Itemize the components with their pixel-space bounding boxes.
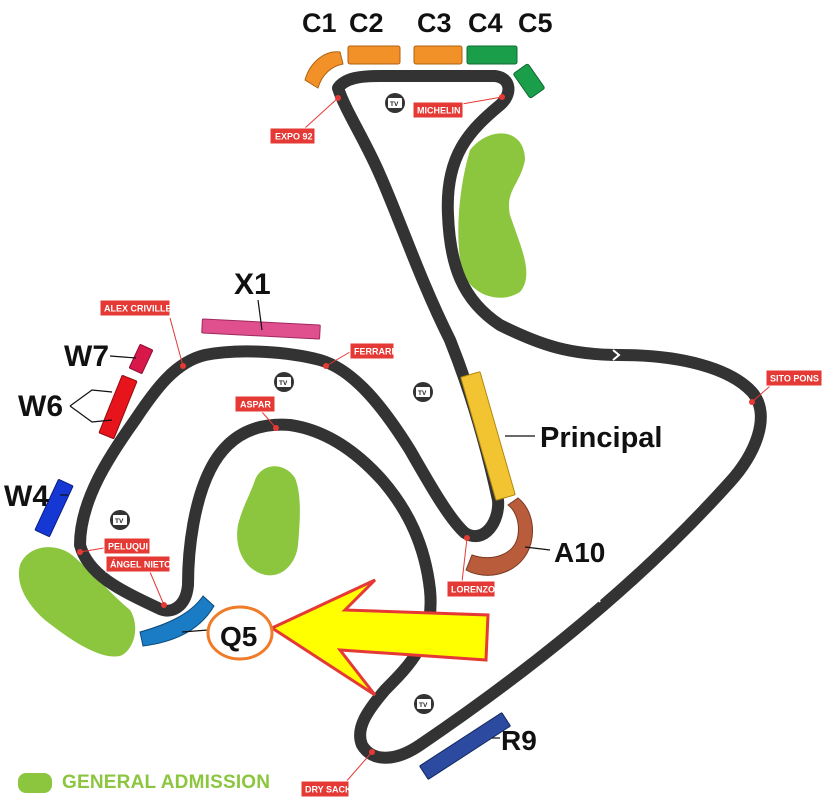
direction-arrows	[119, 166, 621, 603]
corner-label-michelin: MICHELIN	[417, 106, 461, 116]
legend-label: GENERAL ADMISSION	[62, 772, 271, 793]
general-admission-area-center[interactable]	[237, 466, 300, 576]
corner-aspar: ASPAR	[234, 395, 279, 431]
corner-label-angel-nieto: ÁNGEL NIETO	[110, 560, 171, 570]
direction-arrow	[379, 500, 391, 509]
direction-arrow	[119, 448, 131, 457]
grandstand-w6[interactable]	[98, 375, 138, 439]
q5-highlight-ring	[206, 605, 274, 661]
stand-label-x1: X1	[234, 268, 271, 301]
highlight-arrow	[268, 578, 490, 697]
grandstand-q5[interactable]	[139, 595, 215, 647]
grandstand-w7[interactable]	[128, 344, 154, 374]
stand-label-r9: R9	[501, 725, 537, 756]
corner-label-expo92: EXPO 92	[275, 132, 313, 142]
corner-alex-criville: ALEX CRIVILLE	[99, 299, 186, 369]
svg-text:TV: TV	[279, 380, 288, 387]
corner-michelin: MICHELIN	[412, 94, 505, 119]
grandstand-r9[interactable]	[419, 712, 511, 780]
grandstand-c5[interactable]	[513, 63, 545, 99]
tv-icon: TV	[110, 510, 130, 530]
stand-label-principal: Principal	[540, 422, 663, 454]
grandstand-w4[interactable]	[34, 479, 74, 537]
corner-label-alex-criville: ALEX CRIVILLE	[104, 304, 172, 314]
stand-label-c2: C2	[349, 8, 384, 38]
corner-label-ferrari: FERRARI	[354, 347, 394, 357]
corner-dry-sack: DRY SACK	[300, 749, 375, 798]
corner-label-dry-sack: DRY SACK	[305, 785, 352, 795]
direction-arrow	[351, 166, 363, 175]
svg-text:TV: TV	[419, 702, 428, 709]
direction-arrow	[591, 594, 601, 603]
grandstand-a10[interactable]	[465, 497, 533, 576]
tv-icon: TV	[274, 372, 294, 392]
stand-label-w7: W7	[64, 340, 109, 373]
corner-label-aspar: ASPAR	[240, 400, 271, 410]
corner-label-lorenzo: LORENZO	[451, 585, 495, 595]
corner-label-sito-pons: SITO PONS	[770, 374, 819, 384]
tv-icon: TV	[413, 382, 433, 402]
stand-label-w4: W4	[4, 480, 49, 513]
general-admission-area-west[interactable]	[18, 547, 136, 657]
direction-arrow	[612, 349, 621, 361]
tv-icon: TV	[414, 694, 434, 714]
corner-peluqui: PELUQUI	[77, 537, 151, 555]
grandstand-c4[interactable]	[466, 45, 518, 65]
stand-leader-lines	[60, 299, 551, 739]
legend: GENERAL ADMISSION	[18, 772, 270, 794]
grandstand-c2[interactable]	[347, 45, 401, 65]
stand-label-a10: A10	[554, 537, 605, 568]
tv-icon: TV	[385, 93, 405, 113]
stand-label-c1: C1	[302, 8, 337, 38]
general-admission-area-east[interactable]	[458, 133, 527, 298]
stand-label-c4: C4	[468, 8, 503, 38]
stand-label-q5: Q5	[220, 621, 257, 652]
grandstand-c1[interactable]	[304, 51, 344, 89]
corner-markers: EXPO 92 MICHELIN ALEX CRIVILLE FERRARI A…	[77, 94, 823, 798]
corner-label-peluqui: PELUQUI	[108, 542, 148, 552]
stand-label-c3: C3	[417, 8, 452, 38]
tv-icons: TV TV TV TV TV	[110, 93, 434, 714]
corner-sito-pons: SITO PONS	[749, 369, 823, 405]
corner-lorenzo: LORENZO	[446, 535, 496, 598]
svg-text:TV: TV	[390, 101, 399, 108]
grandstand-principal[interactable]	[460, 371, 516, 501]
svg-text:TV: TV	[115, 518, 124, 525]
svg-text:TV: TV	[418, 390, 427, 397]
stand-label-c5: C5	[518, 8, 553, 38]
start-finish-line	[420, 319, 448, 389]
stand-labels: C1 C2 C3 C4 C5 X1 W7 W6 W4 Principal A10…	[4, 8, 663, 756]
corner-expo92: EXPO 92	[269, 95, 341, 145]
general-admission-swatch	[18, 773, 52, 793]
corner-angel-nieto: ÁNGEL NIETO	[105, 555, 171, 608]
grandstand-c3[interactable]	[413, 45, 463, 65]
race-track	[74, 70, 767, 764]
corner-ferrari: FERRARI	[323, 342, 395, 369]
stand-label-w6: W6	[18, 390, 63, 423]
